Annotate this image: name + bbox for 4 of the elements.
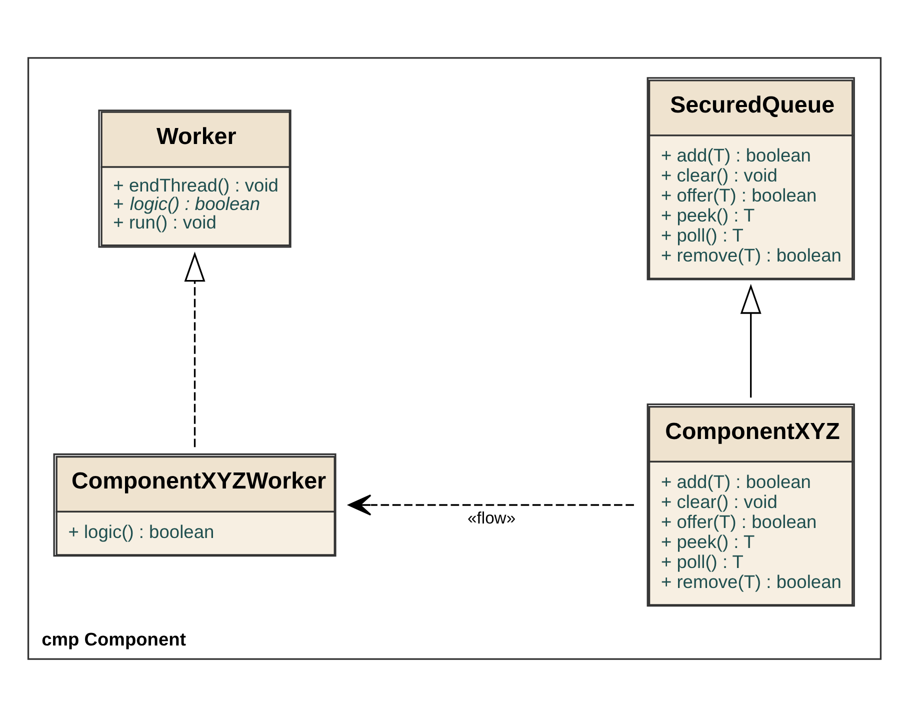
arrow [348, 494, 634, 516]
edge-label: «flow» [468, 508, 516, 527]
arrow [184, 251, 206, 447]
arrow [740, 283, 762, 398]
